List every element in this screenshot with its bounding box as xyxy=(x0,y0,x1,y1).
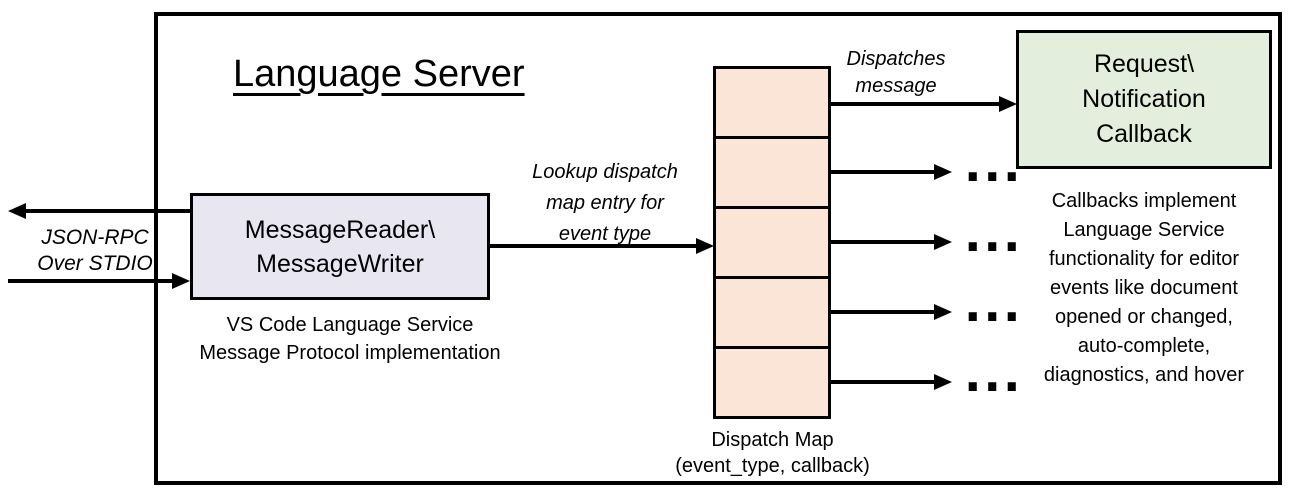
dispatch-map-cell xyxy=(716,136,828,206)
dispatches-message-label: Dispatches message xyxy=(826,46,966,100)
ellipsis-text: ... xyxy=(964,138,1022,192)
ellipsis-text: ... xyxy=(964,278,1022,332)
dispatches-line: Dispatches xyxy=(846,48,946,70)
lookup-line: map entry for xyxy=(546,192,664,214)
message-reader-line: MessageReader\ xyxy=(244,215,436,244)
caption-line: Message Protocol implementation xyxy=(199,342,501,364)
request-notification-callback-box: Request\ Notification Callback xyxy=(1016,30,1272,169)
ellipsis-text: ... xyxy=(964,348,1022,402)
dispatch-map-cell xyxy=(716,346,828,416)
lookup-line: event type xyxy=(558,223,652,245)
stdin-arrow xyxy=(8,273,190,289)
dispatch-map-caption-line: Dispatch Map xyxy=(711,429,834,451)
callbacks-note-line: events like document xyxy=(1050,277,1238,299)
stdout-arrow xyxy=(8,203,192,219)
dispatch-map-caption-line: (event_type, callback) xyxy=(675,455,870,477)
lookup-arrow xyxy=(489,238,714,254)
callbacks-note-line: diagnostics, and hover xyxy=(1043,364,1245,386)
json-rpc-line: JSON-RPC xyxy=(41,226,149,249)
callbacks-note: Callbacks implement Language Service fun… xyxy=(1012,187,1276,390)
message-reader-writer-box: MessageReader\ MessageWriter xyxy=(190,193,490,300)
callbacks-note-line: auto-complete, xyxy=(1077,335,1211,357)
dispatch-map-cell xyxy=(716,206,828,276)
callbacks-note-line: opened or changed, xyxy=(1055,306,1233,328)
callbacks-note-line: functionality for editor xyxy=(1048,248,1240,270)
dispatch-row-2: ... xyxy=(776,138,1022,192)
dispatch-map-stack xyxy=(713,66,831,419)
callback-line: Callback xyxy=(1096,120,1192,148)
lookup-line: Lookup dispatch xyxy=(532,161,678,183)
dispatches-line: message xyxy=(855,75,937,97)
callbacks-note-line: Callbacks implement xyxy=(1051,190,1237,212)
callbacks-note-line: Language Service xyxy=(1063,219,1225,241)
reader-box-caption: VS Code Language Service Message Protoco… xyxy=(175,311,525,367)
language-server-boundary xyxy=(154,12,1282,485)
dispatch-map-caption: Dispatch Map (event_type, callback) xyxy=(655,427,890,479)
caption-line: VS Code Language Service xyxy=(226,314,474,336)
request-line: Request\ xyxy=(1093,50,1195,78)
dispatch-map-cell xyxy=(716,276,828,346)
diagram-title: Language Server xyxy=(233,53,525,95)
ellipsis-text: ... xyxy=(964,208,1022,262)
dispatch-map-cell xyxy=(716,69,828,136)
dispatch-row-5: ... xyxy=(776,348,1022,402)
over-stdio-line: Over STDIO xyxy=(37,252,153,275)
json-rpc-stdio-label: JSON-RPC Over STDIO xyxy=(15,225,175,277)
notification-line: Notification xyxy=(1082,85,1206,113)
message-writer-line: MessageWriter xyxy=(256,249,424,278)
lookup-dispatch-label: Lookup dispatch map entry for event type xyxy=(510,157,700,250)
